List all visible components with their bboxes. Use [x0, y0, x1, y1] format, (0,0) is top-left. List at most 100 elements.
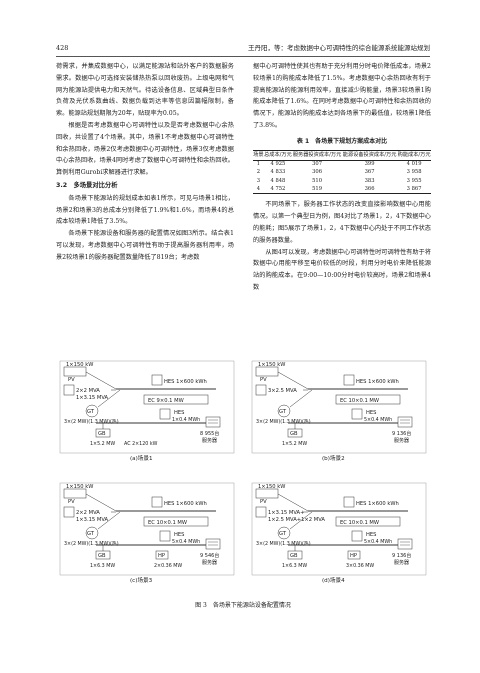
header-rule: [56, 56, 430, 57]
pv-label: PV: [260, 499, 267, 505]
paragraph: 各场景下能源设备和服务器的配置情况如图3所示。结合表1可以发现，考虑数据中心可调…: [56, 230, 234, 261]
server-count: 9 546台: [200, 552, 219, 559]
server-icon: [205, 416, 221, 428]
table-cell: 383: [364, 177, 375, 184]
table-header-row: 场景 总成本/万元 服务器投资成本/万元 能源设备投资成本/万元 购能成本/万元: [253, 149, 431, 161]
table-cell: 1: [256, 161, 260, 168]
hp-icon: [347, 550, 361, 560]
page-number: 428: [56, 44, 69, 52]
gt-label: GT: [87, 531, 95, 537]
hes-icon: [343, 374, 355, 386]
ec-capacity: EC 10×0.1 MW: [148, 520, 187, 526]
server-count: 9 136台: [392, 552, 411, 559]
pv-label: PV: [68, 377, 75, 383]
hes-storage-label: HES: [366, 532, 376, 538]
paragraph: 各场景下能源站的规划成本如表1所示，可见与场景1相比，场景2和场景3的总成本分别…: [56, 194, 234, 226]
table-cell: 4 752: [263, 185, 293, 195]
gt-icon: [85, 404, 99, 418]
gt-capacity: 3×(2 MW)(1.3 MW)(热): [64, 418, 119, 425]
table-cell: 399: [364, 161, 375, 168]
server-count: 8 955台: [200, 430, 219, 437]
left-column: 荷需求，并集成数据中心，以满足能源站和站外客户的数据服务需求。数据中心可选择安装…: [56, 61, 234, 264]
table-header-cell: 购能成本/万元: [397, 149, 431, 161]
hes-storage-capacity: 5×0.4 MWh: [172, 539, 200, 545]
pv-connector: [85, 371, 117, 390]
gb-capacity: 1×6.3 MW: [90, 563, 115, 569]
gt-connector: [97, 389, 121, 408]
table-cell: 3: [256, 177, 260, 184]
ec-capacity: EC 10×0.1 MW: [340, 398, 379, 404]
table-cell: 4: [253, 185, 264, 195]
table-cell: 519: [292, 185, 342, 195]
table-header-cell: 能源设备投资成本/万元: [342, 149, 398, 161]
gt-icon: [277, 526, 291, 540]
table-cell: 4 925: [270, 161, 286, 168]
gt-label: GT: [279, 409, 287, 415]
table-header-cell: 总成本/万元: [263, 149, 293, 161]
grid-icon: [63, 384, 75, 396]
right-column: 据中心可调特性使其也有助于充分利用分时电价降低成本，场景2较场景1的购能成本降低…: [253, 61, 431, 294]
transformer-capacity: 1×3.15 MVA: [76, 517, 109, 523]
hp-label: HP: [350, 553, 357, 559]
hp-capacity: 3×0.36 MW: [346, 563, 374, 569]
server-label: 服务器: [202, 437, 217, 444]
paragraph: 不同场景下，服务器工作状态的改变直接影响数据中心用能情况。以第一个典型日为例，图…: [253, 201, 431, 244]
gt-label: GT: [279, 531, 287, 537]
hes-capacity: HES 1×600 kWh: [356, 379, 399, 385]
server-label: 服务器: [394, 559, 409, 566]
panel-label: (c)场景3: [130, 576, 153, 584]
hes-icon: [343, 496, 355, 508]
gb-label: GB: [290, 553, 298, 559]
hp-capacity: 2×0.36 MW: [154, 563, 182, 569]
pv-icon: [255, 366, 279, 377]
table-cell: 3 867: [397, 185, 431, 195]
pv-capacity: 1×150 kW: [258, 484, 285, 490]
hes-storage-label: HES: [174, 410, 184, 416]
section-heading: 3.2 多场景对比分析: [56, 181, 118, 189]
hes-storage-label: HES: [174, 532, 184, 538]
table-header-cell: 场景: [253, 149, 264, 161]
table-cell: 307: [312, 161, 323, 168]
paragraph: 据中心可调特性使其也有助于充分利用分时电价降低成本，场景2较场景1的购能成本降低…: [253, 63, 431, 129]
server-label: 服务器: [202, 559, 217, 566]
ec-box: [335, 394, 401, 405]
server-icon: [397, 538, 413, 550]
hes-storage-icon: [159, 408, 171, 420]
ac-capacity: AC 2×120 kW: [124, 441, 158, 447]
grid-capacity: 2×2 MVA: [76, 510, 100, 516]
table-cell: 3 955: [406, 177, 422, 184]
table-row: 1 4 925 307 399 4 019: [253, 160, 431, 169]
grid-capacity: 1×3.15 MVA+: [268, 510, 304, 516]
gt-connector: [97, 511, 121, 530]
panel-frame: [251, 360, 427, 454]
ec-capacity: EC 9×0.1 MW: [148, 398, 184, 404]
hp-icon: [155, 550, 169, 560]
hes-capacity: HES 1×600 kWh: [164, 501, 207, 507]
pv-capacity: 1×150 kW: [258, 362, 285, 368]
pv-capacity: 1×150 kW: [66, 484, 93, 490]
gb-label: GB: [98, 553, 106, 559]
server-icon: [205, 538, 221, 550]
table-caption: 表 1 各场景下规划方案成本对比: [296, 137, 388, 145]
diagram-panel: 1×150 kW PV1×3.15 MVA+1×2.5 MVA+1×2 MVA HE…: [251, 482, 427, 584]
panel-label: (b)场景2: [322, 454, 345, 462]
table-header-cell: 服务器投资成本/万元: [292, 149, 342, 161]
table-cell: 4 848: [270, 177, 286, 184]
gb-capacity: 1×5.2 MW: [90, 441, 115, 447]
gb-label: GB: [98, 431, 106, 437]
hes-icon: [151, 496, 163, 508]
table-cell: 4 019: [406, 161, 422, 168]
table-cell: 366: [342, 185, 398, 195]
gt-icon: [85, 526, 99, 540]
transformer-capacity: 1×2.5 MVA+1×2 MVA: [268, 517, 325, 523]
pv-capacity: 1×150 kW: [66, 362, 93, 368]
server-icon: [397, 416, 413, 428]
transformer-capacity: 1×3.15 MVA: [76, 395, 109, 401]
